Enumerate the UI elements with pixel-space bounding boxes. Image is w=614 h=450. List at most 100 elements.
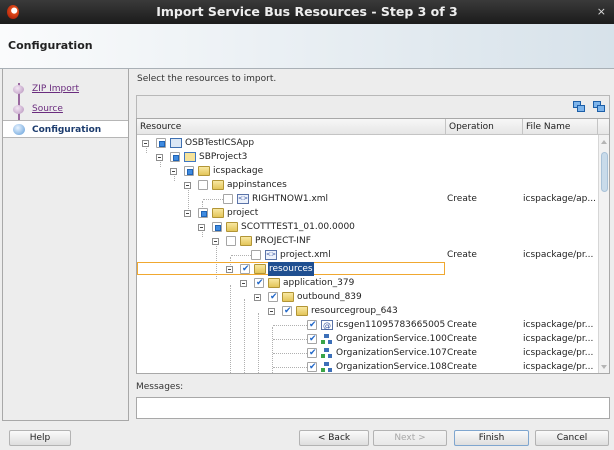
tree-row[interactable]: SBProject3 — [137, 150, 598, 164]
folder-icon — [282, 292, 294, 302]
scrollbar-thumb[interactable] — [601, 152, 608, 192]
messages-label: Messages: — [136, 382, 184, 392]
instruction-text: Select the resources to import. — [137, 74, 277, 84]
collapse-toggle-icon[interactable] — [254, 294, 261, 301]
tree-row[interactable]: resourcegroup_643 — [137, 304, 598, 318]
finish-button[interactable]: Finish — [454, 430, 529, 446]
node-label: project — [227, 208, 259, 218]
tri-state-checkbox[interactable] — [212, 222, 222, 232]
collapse-toggle-icon[interactable] — [184, 182, 191, 189]
tree-row[interactable]: OrganizationService.108 Create icspackag… — [137, 360, 598, 373]
tree-guide — [272, 327, 273, 373]
tri-state-checkbox[interactable] — [307, 346, 317, 360]
tree-row[interactable]: @ icsgen11095783665005 Create icspackage… — [137, 318, 598, 332]
scroll-up-icon[interactable] — [601, 140, 607, 144]
tri-state-checkbox[interactable] — [184, 166, 194, 176]
tree-toolbar — [136, 95, 610, 118]
close-icon[interactable]: × — [596, 5, 606, 18]
tri-state-checkbox[interactable] — [268, 290, 278, 304]
folder-icon — [254, 264, 266, 274]
nav-step-label: Configuration — [32, 125, 102, 135]
tri-state-checkbox[interactable] — [226, 236, 236, 246]
collapse-toggle-icon[interactable] — [226, 266, 233, 273]
tri-state-checkbox[interactable] — [198, 180, 208, 190]
step-active-dot-icon — [13, 124, 25, 135]
tree-guide — [230, 257, 231, 271]
collapse-toggle-icon[interactable] — [268, 308, 275, 315]
tree-row[interactable]: appinstances — [137, 178, 598, 192]
folder-icon — [240, 236, 252, 246]
column-header-file-name[interactable]: File Name — [523, 119, 598, 135]
tree-row[interactable]: outbound_839 — [137, 290, 598, 304]
next-button[interactable]: Next > — [373, 430, 447, 446]
node-label: resourcegroup_643 — [311, 306, 398, 316]
expand-all-icon[interactable] — [573, 101, 586, 113]
resource-tree-table[interactable]: Resource Operation File Name OSBTestICSA… — [136, 118, 610, 374]
tree-row[interactable]: PROJECT-INF — [137, 234, 598, 248]
tri-state-checkbox[interactable] — [223, 194, 233, 204]
collapse-toggle-icon[interactable] — [170, 168, 177, 175]
collapse-toggle-icon[interactable] — [142, 140, 149, 147]
node-label: PROJECT-INF — [255, 236, 311, 246]
tree-guide — [146, 145, 147, 153]
file-name-cell: icspackage/ap... — [523, 194, 596, 204]
collapse-toggle-icon[interactable] — [184, 210, 191, 217]
window-title: Import Service Bus Resources - Step 3 of… — [156, 4, 458, 19]
tri-state-checkbox[interactable] — [251, 250, 261, 260]
tree-guide — [273, 353, 307, 354]
nav-step-label[interactable]: Source — [32, 104, 63, 114]
page-title: Configuration — [8, 39, 93, 52]
help-button[interactable]: Help — [9, 430, 71, 446]
operation-cell: Create — [447, 320, 477, 330]
collapse-toggle-icon[interactable] — [156, 154, 163, 161]
tri-state-checkbox[interactable] — [156, 138, 166, 148]
nav-step-source[interactable]: Source — [3, 100, 128, 118]
app-icon — [7, 5, 19, 19]
node-label: project.xml — [280, 250, 331, 260]
column-header-resource[interactable]: Resource — [137, 119, 446, 135]
tree-row[interactable]: OrganizationService.100 Create icspackag… — [137, 332, 598, 346]
tree-guide — [160, 159, 161, 167]
service-icon — [321, 334, 333, 344]
tree-row[interactable]: <> RIGHTNOW1.xml Create icspackage/ap... — [137, 192, 598, 206]
vertical-scrollbar[interactable] — [598, 135, 609, 373]
collapse-toggle-icon[interactable] — [212, 238, 219, 245]
tri-state-checkbox[interactable] — [198, 208, 208, 218]
tree-row[interactable]: SCOTTTEST1_01.00.0000 — [137, 220, 598, 234]
tri-state-checkbox[interactable] — [254, 276, 264, 290]
tri-state-checkbox[interactable] — [307, 318, 317, 332]
nav-step-configuration[interactable]: Configuration — [3, 120, 128, 138]
nav-step-label[interactable]: ZIP Import — [32, 84, 79, 94]
nav-step-zip-import[interactable]: ZIP Import — [3, 80, 128, 98]
collapse-all-icon[interactable] — [593, 101, 606, 113]
file-name-cell: icspackage/pr... — [523, 320, 594, 330]
tri-state-checkbox[interactable] — [307, 332, 317, 346]
tree-guide — [202, 229, 203, 237]
tree-guide — [188, 187, 189, 209]
tree-row[interactable]: icspackage — [137, 164, 598, 178]
node-label: OrganizationService.100 — [336, 334, 447, 344]
node-label: RIGHTNOW1.xml — [252, 194, 329, 204]
tree-row-selected[interactable]: resources — [137, 262, 445, 276]
tri-state-checkbox[interactable] — [170, 152, 180, 162]
operation-cell: Create — [447, 250, 477, 260]
collapse-toggle-icon[interactable] — [240, 280, 247, 287]
collapse-toggle-icon[interactable] — [198, 224, 205, 231]
tri-state-checkbox[interactable] — [282, 304, 292, 318]
file-name-cell: icspackage/pr... — [523, 250, 594, 260]
back-button[interactable]: < Back — [299, 430, 369, 446]
tree-row[interactable]: project — [137, 206, 598, 220]
tri-state-checkbox[interactable] — [240, 262, 250, 276]
tree-row[interactable]: application_379 — [137, 276, 598, 290]
tree-guide — [244, 299, 245, 373]
cancel-button[interactable]: Cancel — [535, 430, 609, 446]
scroll-down-icon[interactable] — [601, 365, 607, 369]
tree-row[interactable]: OrganizationService.107 Create icspackag… — [137, 346, 598, 360]
tree-row[interactable]: OSBTestICSApp — [137, 136, 598, 150]
column-header-operation[interactable]: Operation — [446, 119, 523, 135]
messages-area[interactable] — [136, 397, 610, 419]
tree-row[interactable]: <> project.xml Create icspackage/pr... — [137, 248, 598, 262]
xml-file-icon: <> — [265, 250, 277, 260]
operation-cell: Create — [447, 348, 477, 358]
tri-state-checkbox[interactable] — [307, 360, 317, 373]
